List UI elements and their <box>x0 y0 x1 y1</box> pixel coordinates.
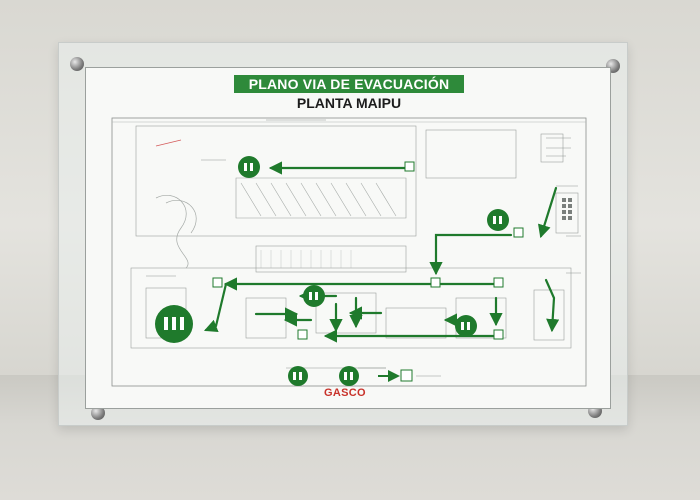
evacuation-route <box>203 161 560 343</box>
equipment-hatch <box>260 250 352 268</box>
building-outline <box>130 125 579 349</box>
assembly-point-figures <box>164 163 502 380</box>
floor-plan-drawing <box>111 117 587 387</box>
keypad-block <box>562 198 572 220</box>
plan-frame <box>111 117 587 387</box>
parking-stripes <box>240 182 397 217</box>
emergency-exit-icon <box>212 161 524 382</box>
standoff-bolt-icon <box>91 406 105 420</box>
evacuation-plan-poster: PLANO VIA DE EVACUACIÓN PLANTA MAIPU <box>85 67 611 409</box>
plan-title: PLANO VIA DE EVACUACIÓN <box>234 75 464 93</box>
assembly-point-icon <box>155 156 509 386</box>
standoff-bolt-icon <box>70 57 84 71</box>
plan-subtitle: PLANTA MAIPU <box>296 95 402 111</box>
gasco-logo: GASCO <box>324 387 366 399</box>
